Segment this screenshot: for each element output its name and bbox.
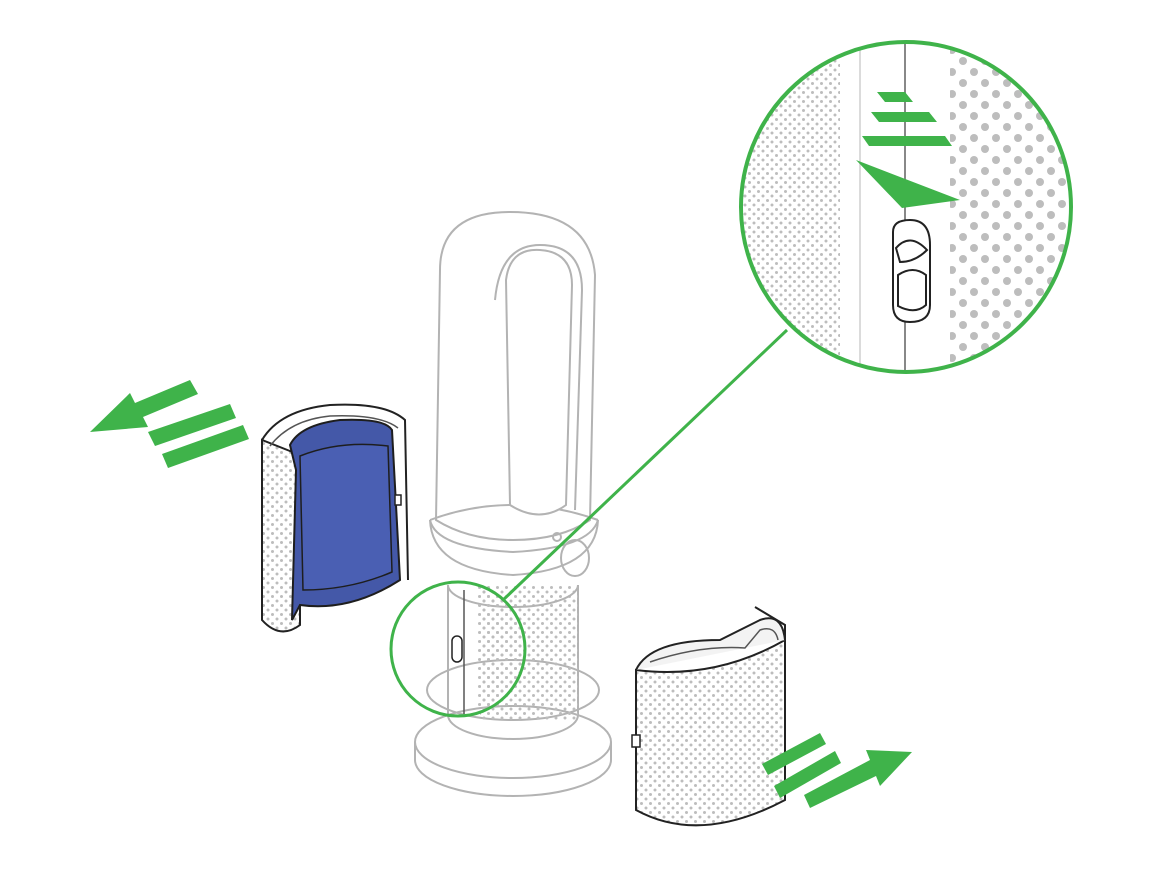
fan-purifier-tower-icon [414,210,612,797]
press-down-arrow-icon [856,92,960,208]
remove-front-filter-arrow-icon [762,733,912,808]
callout-leader-line [501,328,789,602]
release-slider-button [892,218,931,324]
magnifier-callout-icon [739,40,1073,374]
remove-rear-filter-arrow-icon [90,380,249,468]
front-filter-shell-icon [631,606,786,827]
rear-filter-shell-icon [261,403,409,633]
